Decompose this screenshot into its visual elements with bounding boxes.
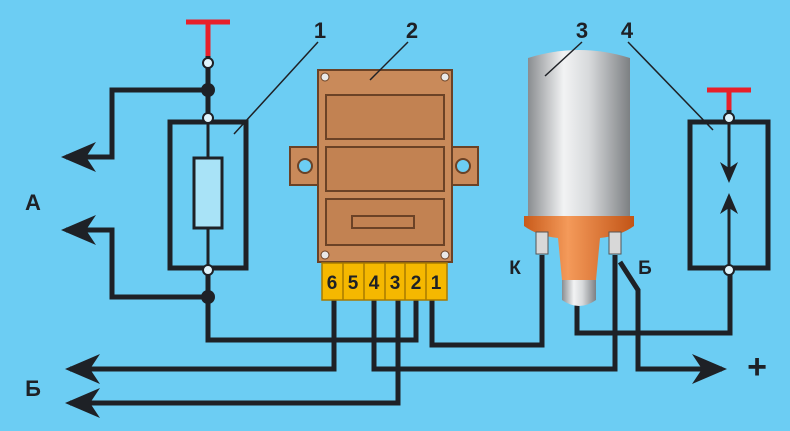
resistor-component — [167, 57, 249, 304]
terminal-b — [608, 231, 622, 255]
wires — [61, 36, 733, 418]
pin-2: 2 — [411, 273, 422, 294]
label-b: Б — [25, 376, 41, 401]
pin-6: 6 — [327, 273, 338, 294]
connector-block: 6 5 4 3 2 1 — [321, 262, 448, 301]
pin-5: 5 — [348, 273, 359, 294]
coil-terminal-b-label: Б — [638, 258, 652, 279]
coil-terminal-k-label: К — [509, 258, 521, 279]
pin-4: 4 — [369, 273, 380, 294]
callout-1: 1 — [314, 18, 326, 43]
label-a: А — [25, 190, 41, 215]
ignition-coil — [524, 50, 634, 306]
callout-2: 2 — [406, 18, 418, 43]
terminal-k — [535, 231, 549, 255]
callouts — [233, 41, 714, 135]
pin-1: 1 — [431, 273, 442, 294]
callout-4: 4 — [621, 18, 634, 43]
switch-module — [289, 69, 479, 263]
supply-terminal-right — [707, 87, 751, 110]
pin-3: 3 — [390, 273, 401, 294]
supply-terminal-left — [186, 19, 230, 56]
resistor-element — [192, 156, 224, 230]
label-plus: + — [747, 348, 767, 386]
breaker-contacts — [687, 112, 771, 276]
callout-3: 3 — [576, 18, 588, 43]
